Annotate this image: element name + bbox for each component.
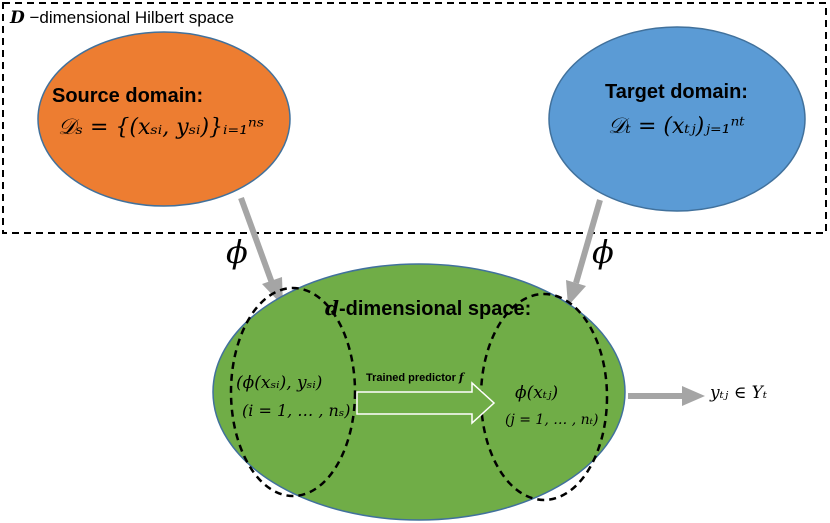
source-domain-ellipse — [37, 31, 291, 207]
phi-label-right: ϕ — [592, 233, 614, 271]
source-domain-title: Source domain: — [52, 85, 204, 107]
hilbert-space-box — [2, 2, 827, 234]
phi-arrow-right — [566, 199, 603, 306]
predictor-label-text: Trained predictor — [366, 372, 456, 384]
output-label: yₜⱼ ∈ Yₜ — [710, 383, 768, 403]
hilbert-dim-symbol: D — [10, 8, 25, 28]
target-set-index-range: (j = 1, … , nₜ) — [505, 412, 599, 428]
d-dim-symbol: d — [325, 296, 339, 320]
source-set-mapped-pairs: (ϕ(xₛᵢ), yₛᵢ) — [236, 373, 323, 393]
d-space-title: d-dimensional space: — [325, 298, 531, 319]
predictor-symbol: f — [458, 371, 464, 384]
target-domain-formula: 𝒟ₜ = (xₜⱼ)ⱼ₌₁ⁿᵗ — [608, 114, 745, 139]
target-set-mapped-points: ϕ(xₜⱼ) — [515, 383, 559, 403]
source-set-ellipse — [229, 286, 357, 498]
source-set-index-range: (i = 1, … , nₛ) — [242, 401, 351, 420]
source-domain-formula: 𝒟ₛ = {(xₛᵢ, yₛᵢ)}ᵢ₌₁ⁿˢ — [58, 115, 265, 140]
hilbert-title-text: −dimensional Hilbert space — [24, 8, 235, 27]
predictor-arrow — [356, 381, 496, 425]
target-domain-title: Target domain: — [605, 81, 748, 103]
phi-label-left: ϕ — [226, 233, 248, 271]
output-arrow — [628, 386, 705, 406]
d-space-title-text: -dimensional space: — [338, 298, 532, 320]
hilbert-space-title: D −dimensional Hilbert space — [10, 9, 234, 27]
predictor-label: Trained predictor f — [366, 372, 464, 384]
target-domain-ellipse — [548, 26, 806, 212]
